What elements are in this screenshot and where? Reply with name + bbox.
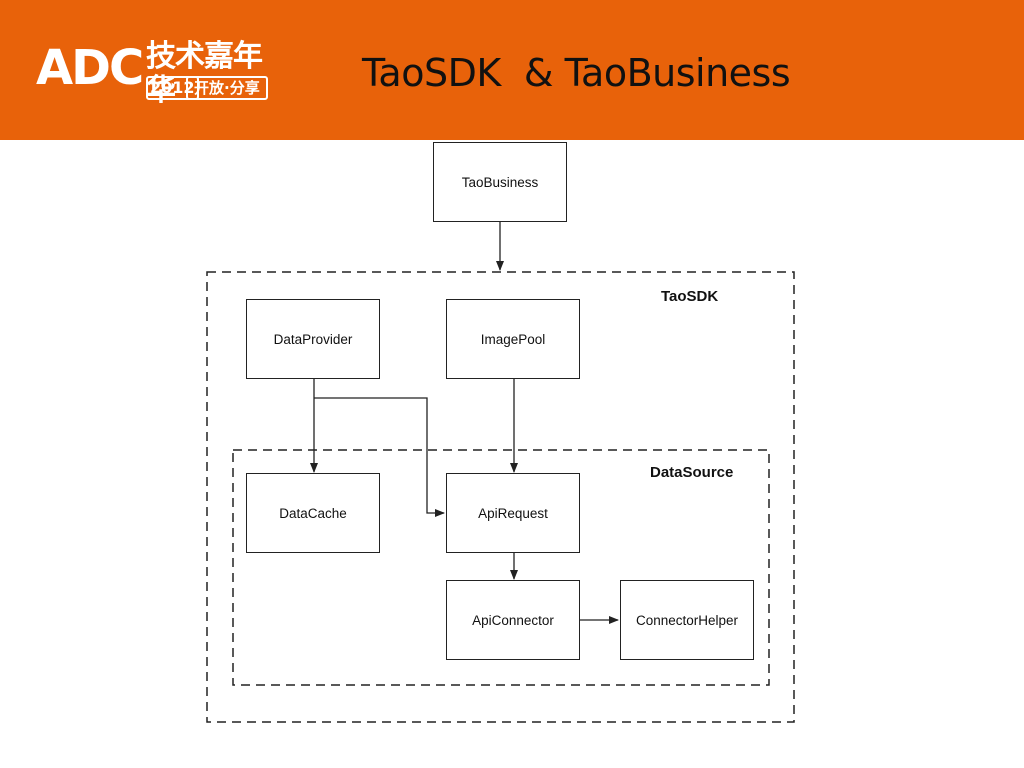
- logo-year-badge: 2012: [146, 76, 199, 100]
- node-datacache: DataCache: [246, 473, 380, 553]
- slide-title: TaoSDK & TaoBusiness: [362, 51, 791, 95]
- node-apirequest: ApiRequest: [446, 473, 580, 553]
- group-taosdk-border: [206, 271, 795, 723]
- node-imagepool: ImagePool: [446, 299, 580, 379]
- architecture-diagram: TaoSDK DataSource TaoBusiness DataProvid…: [200, 140, 800, 732]
- adc-logo: ADC 技术嘉年华 2012 开放·分享: [36, 38, 286, 108]
- group-label-taosdk: TaoSDK: [661, 288, 719, 305]
- node-dataprovider: DataProvider: [246, 299, 380, 379]
- slide-header: ADC 技术嘉年华 2012 开放·分享 TaoSDK & TaoBusines…: [0, 0, 1024, 140]
- logo-adc-text: ADC: [36, 40, 144, 96]
- group-label-datasource: DataSource: [650, 464, 734, 481]
- edge-dataprovider-apirequest: [314, 397, 445, 517]
- logo-sub-badge: 开放·分享: [186, 76, 268, 100]
- group-datasource-border: [232, 449, 770, 686]
- node-taobusiness: TaoBusiness: [433, 142, 567, 222]
- node-connectorhelper: ConnectorHelper: [620, 580, 754, 660]
- node-apiconnector: ApiConnector: [446, 580, 580, 660]
- logo-top-text: 技术嘉年华: [146, 39, 263, 108]
- diagram-connectors: [206, 222, 795, 723]
